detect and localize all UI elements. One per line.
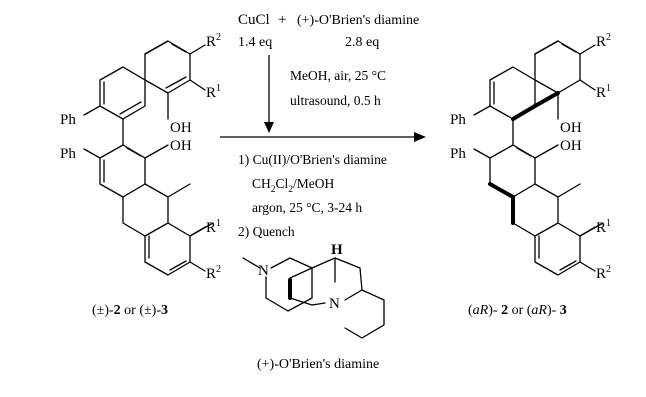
reagent-plus: + <box>278 12 286 28</box>
step-solvent: MeOH, air, 25 °C <box>290 68 386 83</box>
reagents-block: CuCl + (+)-O'Brien's diamine 1.4 eq 2.8 … <box>238 12 419 108</box>
reactant-oh-top: OH <box>170 120 192 136</box>
reactant-r2-bottom: R2 <box>206 264 221 282</box>
product-oh-bottom: OH <box>560 138 582 154</box>
condition-line-3: argon, 25 °C, 3-24 h <box>252 200 362 215</box>
vertical-arrow <box>264 55 274 133</box>
product-r1-bottom: R1 <box>596 218 611 236</box>
reactant-r1-bottom: R1 <box>206 218 221 236</box>
main-reaction-arrow <box>220 132 426 142</box>
diamine-n-left: N <box>258 263 269 279</box>
reagent-diamine: (+)-O'Brien's diamine <box>297 13 419 28</box>
diamine-structure: H N N (+)-O'Brien's diamine <box>242 242 385 372</box>
condition-line-4: 2) Quench <box>238 224 295 239</box>
step-ultrasound: ultrasound, 0.5 h <box>290 93 381 108</box>
reactant-structure: R2 R1 Ph OH Ph OH R1 R2 (±)-2 or (±)-3 <box>60 32 221 318</box>
reactant-ph-top: Ph <box>60 112 76 128</box>
product-r1-top: R1 <box>596 83 611 101</box>
diamine-n-right: N <box>329 296 340 312</box>
conditions-block: 1) Cu(II)/O'Brien's diamine CH2Cl2/MeOH … <box>238 152 387 239</box>
reagent-cucl: CuCl <box>238 12 270 28</box>
reactant-r2-top: R2 <box>206 32 221 50</box>
product-bottom-naphthalene <box>473 144 604 276</box>
reagent-diamine-eq: 2.8 eq <box>345 35 379 50</box>
product-structure: R2 R1 Ph OH Ph OH R1 R2 (aR)- 2 or (aR)-… <box>450 32 611 318</box>
diamine-caption: (+)-O'Brien's diamine <box>257 357 379 372</box>
reactant-oh-bottom: OH <box>170 138 192 154</box>
product-ph-top: Ph <box>450 112 466 128</box>
product-r2-bottom: R2 <box>596 264 611 282</box>
reactant-ph-bottom: Ph <box>60 146 76 162</box>
reactant-label: (±)-2 or (±)-3 <box>92 303 168 318</box>
product-r2-top: R2 <box>596 32 611 50</box>
diamine-h-label: H <box>331 242 343 258</box>
reagent-cucl-eq: 1.4 eq <box>238 35 272 50</box>
product-top-naphthalene <box>473 40 596 146</box>
product-oh-top: OH <box>560 120 582 136</box>
reactant-top-naphthalene <box>83 40 206 146</box>
product-label: (aR)- 2 or (aR)- 3 <box>468 303 567 318</box>
product-ph-bottom: Ph <box>450 146 466 162</box>
reactant-bottom-naphthalene <box>83 144 214 276</box>
condition-line-2: CH2Cl2/MeOH <box>252 176 335 195</box>
condition-line-1: 1) Cu(II)/O'Brien's diamine <box>238 152 387 167</box>
reactant-r1-top: R1 <box>206 83 221 101</box>
